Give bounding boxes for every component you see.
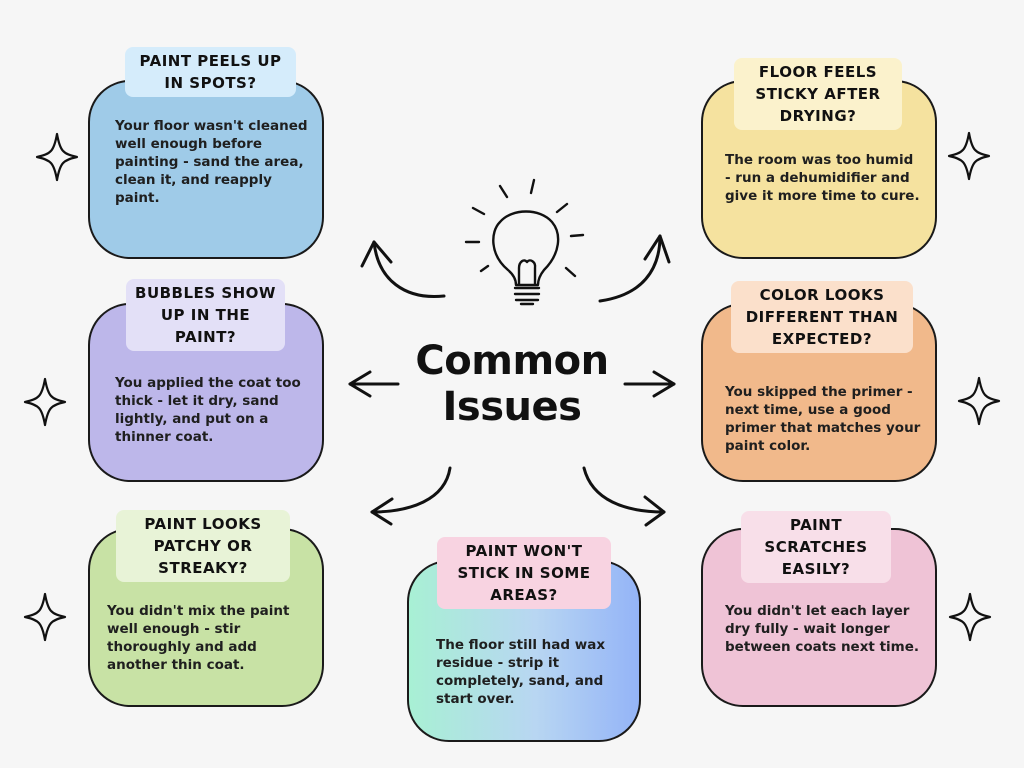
main-title-line1: Common <box>415 338 609 384</box>
issue-title: COLOR LOOKS DIFFERENT THAN EXPECTED? <box>731 281 913 353</box>
main-title: Common Issues <box>392 338 632 430</box>
issue-text: The floor still had wax residue - strip … <box>436 637 606 707</box>
issue-title: PAINT PEELS UP IN SPOTS? <box>125 47 296 97</box>
issue-text: You applied the coat too thick - let it … <box>115 375 301 445</box>
arrow-icon <box>348 234 676 527</box>
sparkle-icon <box>23 377 67 427</box>
issue-title: BUBBLES SHOW UP IN THE PAINT? <box>126 279 285 351</box>
issue-title: PAINT SCRATCHES EASILY? <box>741 511 891 583</box>
sparkle-icon <box>947 131 991 181</box>
issue-card-paint-peels <box>88 80 324 259</box>
lightbulb-icon <box>464 178 585 306</box>
issue-text: You skipped the primer - next time, use … <box>725 384 921 454</box>
sparkle-icon <box>35 132 79 182</box>
main-title-line2: Issues <box>442 384 582 430</box>
sparkle-icon <box>957 376 1001 426</box>
issue-text: The room was too humid - run a dehumidif… <box>725 152 920 204</box>
issue-text: Your floor wasn't cleaned well enough be… <box>115 118 308 206</box>
sparkle-icon <box>23 592 67 642</box>
issue-text: You didn't mix the paint well enough - s… <box>107 603 290 673</box>
issue-title: PAINT LOOKS PATCHY OR STREAKY? <box>116 510 290 582</box>
issue-title: FLOOR FEELS STICKY AFTER DRYING? <box>734 58 902 130</box>
sparkle-icon <box>948 592 992 642</box>
issue-title: PAINT WON'T STICK IN SOME AREAS? <box>437 537 611 609</box>
issue-text: You didn't let each layer dry fully - wa… <box>725 603 920 655</box>
